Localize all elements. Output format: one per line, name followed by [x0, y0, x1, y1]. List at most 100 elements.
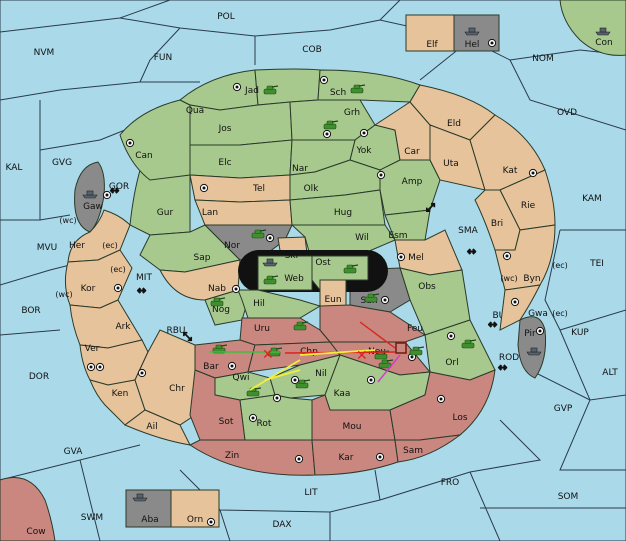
- sea-label-kam[interactable]: KAM: [582, 194, 602, 204]
- sea-border: [219, 509, 231, 541]
- label-orn: Orn: [187, 515, 203, 525]
- label-gwa: Gwa: [528, 309, 548, 319]
- sea-label-dax[interactable]: DAX: [272, 520, 291, 530]
- sea-label-rbu[interactable]: RBU: [166, 326, 185, 336]
- supply-center-icon: [294, 454, 304, 464]
- failed-move-x-icon: ✕: [262, 347, 274, 363]
- label-zin: Zin: [225, 451, 239, 461]
- label-ost: Ost: [315, 258, 331, 268]
- sea-label-cob[interactable]: COB: [302, 45, 322, 55]
- sea-border: [139, 27, 181, 83]
- label-elc: Elc: [218, 158, 231, 168]
- supply-center-icon: [290, 375, 300, 385]
- sea-label-swm[interactable]: SWM: [81, 513, 103, 523]
- supply-center-icon: [248, 413, 258, 423]
- sea-border: [79, 459, 101, 541]
- supply-center-icon: [510, 297, 520, 307]
- sea-label-gvg[interactable]: GVG: [52, 158, 72, 168]
- label-hug: Hug: [334, 208, 352, 218]
- sea-label-bor[interactable]: BOR: [21, 306, 40, 316]
- label-her: Her: [69, 241, 85, 251]
- supply-center-icon: [95, 362, 105, 372]
- region-ver[interactable]: [79, 339, 149, 386]
- label-kaa: Kaa: [334, 389, 351, 399]
- label-elf: Elf: [426, 40, 438, 50]
- region-elc[interactable]: [189, 139, 293, 179]
- sea-label-tei[interactable]: TEI: [589, 259, 604, 269]
- supply-center-icon: [227, 361, 237, 371]
- region-ark[interactable]: [69, 299, 143, 349]
- sea-label-lit[interactable]: LIT: [304, 488, 318, 498]
- label-chr: Chr: [169, 384, 185, 394]
- label-los: Los: [452, 413, 467, 423]
- sea-label-fro[interactable]: FRO: [441, 478, 460, 488]
- region-kor[interactable]: [64, 249, 133, 309]
- region-her[interactable]: [67, 209, 131, 263]
- label-grh: Grh: [344, 108, 360, 118]
- strait-arrow-icon: ⤢: [426, 201, 435, 214]
- supply-center-icon: [535, 326, 545, 336]
- label-byn: Byn: [523, 274, 540, 284]
- sea-label-kup[interactable]: KUP: [571, 328, 589, 338]
- sea-label-nom[interactable]: NOM: [532, 54, 554, 64]
- sea-label-nvm[interactable]: NVM: [34, 48, 55, 58]
- sea-label-mit[interactable]: MIT: [136, 273, 152, 283]
- move-arrow-magenta: [377, 354, 401, 383]
- sea-label-dor[interactable]: DOR: [29, 372, 49, 382]
- region-aba[interactable]: [125, 489, 172, 528]
- label-jos: Jos: [218, 124, 232, 134]
- label-ver: Ver: [85, 344, 100, 354]
- region-sam[interactable]: [394, 434, 462, 463]
- sea-label-gva[interactable]: GVA: [64, 447, 84, 457]
- sea-label-fun[interactable]: FUN: [154, 53, 173, 63]
- label-wil: Wil: [355, 233, 369, 243]
- sea-border: [0, 264, 71, 286]
- sea-label-alt[interactable]: ALT: [602, 368, 618, 378]
- strait-arrow-icon: ↔: [137, 284, 146, 297]
- label-feu: Feu: [407, 324, 423, 334]
- supply-center-icon: [319, 75, 329, 85]
- sea-label-ovd[interactable]: OVD: [557, 108, 577, 118]
- sea-label-gvp[interactable]: GVP: [554, 404, 573, 414]
- label-nar: Nar: [292, 164, 308, 174]
- strait-arrow-icon: ↔: [498, 361, 507, 374]
- supply-center-icon: [113, 283, 123, 293]
- coast-note-gwa-ec: (ec): [552, 309, 568, 318]
- supply-center-icon: [446, 331, 456, 341]
- region-gwa[interactable]: [499, 284, 541, 331]
- supply-center-icon: [487, 38, 497, 48]
- region-ail[interactable]: [124, 409, 191, 446]
- sea-label-kal[interactable]: KAL: [6, 163, 23, 173]
- label-kor: Kor: [81, 284, 96, 294]
- sea-border: [119, 0, 401, 37]
- label-gur: Gur: [157, 208, 174, 218]
- strait-arrow-icon: ↔: [467, 245, 476, 258]
- region-feu[interactable]: [319, 304, 427, 343]
- region-cow[interactable]: [0, 477, 56, 541]
- region-hil[interactable]: [237, 289, 322, 319]
- region-jad[interactable]: [254, 68, 321, 106]
- region-web[interactable]: [257, 255, 313, 291]
- region-uta[interactable]: [429, 124, 486, 191]
- region-jos[interactable]: [189, 101, 293, 146]
- label-web: Web: [284, 274, 304, 284]
- region-hug[interactable]: [289, 189, 386, 226]
- strait-layer: ↔ ↔ ⤡ ⤢ ↔ ↔ ↔: [109, 183, 507, 374]
- label-mel: Mel: [408, 253, 424, 263]
- sea-label-mvu[interactable]: MVU: [37, 243, 58, 253]
- sea-label-som[interactable]: SOM: [558, 492, 579, 502]
- label-eun: Eun: [324, 295, 341, 305]
- sea-label-rod[interactable]: ROD: [499, 353, 519, 363]
- region-sch[interactable]: [317, 69, 421, 103]
- region-con[interactable]: [559, 0, 626, 56]
- label-yok: Yok: [355, 146, 372, 156]
- sea-border: [0, 81, 200, 101]
- sea-label-pol[interactable]: POL: [217, 12, 235, 22]
- region-elf[interactable]: [405, 14, 455, 52]
- strait-arrow-icon: ↔: [110, 184, 119, 197]
- sea-label-gor[interactable]: GOR: [109, 182, 129, 192]
- sea-label-sma[interactable]: SMA: [458, 226, 478, 236]
- strait-arrow-icon: ⤡: [183, 330, 192, 343]
- label-ark: Ark: [115, 322, 131, 332]
- sea-border: [509, 59, 626, 131]
